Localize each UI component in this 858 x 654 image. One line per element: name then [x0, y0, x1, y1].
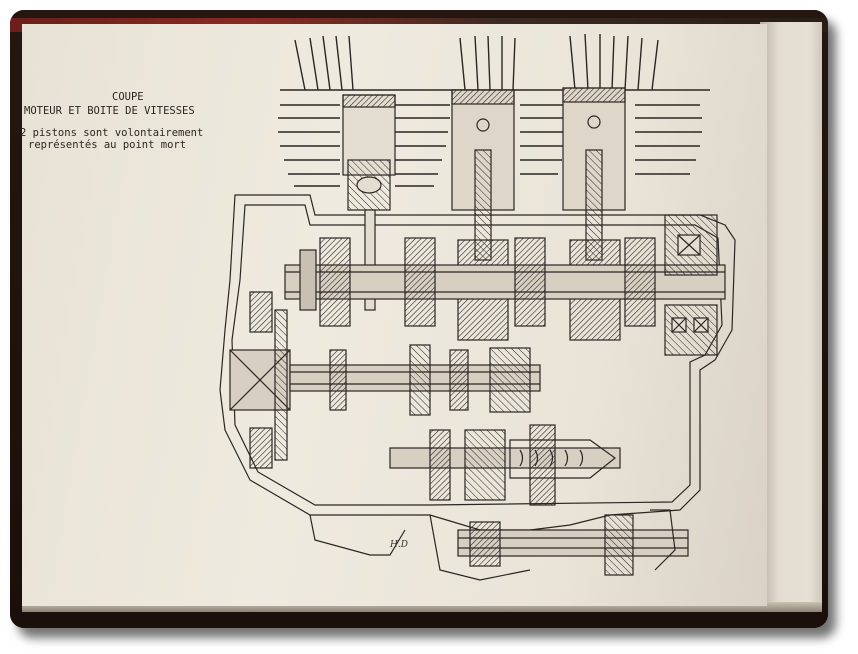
- caption-note-line-2: représentés au point mort: [28, 139, 187, 151]
- piston-1: [342, 94, 396, 311]
- engine-cross-section-drawing: [219, 33, 736, 581]
- caption-note-line-1: 2 pistons sont volontairement: [20, 127, 204, 139]
- cylinder-1-fins: [278, 35, 450, 187]
- gearbox-mainshaft: [289, 344, 541, 416]
- photo-frame: COUPE MOTEUR ET BOITE DE VITESSES 2 pist…: [10, 10, 828, 628]
- piston-2: [451, 89, 515, 341]
- generator: [664, 214, 718, 356]
- caption-title: COUPE: [112, 91, 144, 103]
- cylinder-2-fins: [459, 35, 570, 175]
- caption-subtitle: MOTEUR ET BOITE DE VITESSES: [24, 105, 195, 117]
- gearbox-countershaft: [389, 424, 621, 506]
- clutch-assembly: [229, 291, 291, 469]
- output-splines: [509, 439, 616, 479]
- piston-3: [562, 87, 626, 341]
- sump-outline: [429, 514, 531, 581]
- right-page-edge: [760, 22, 822, 610]
- kickstart-shaft: [457, 509, 689, 576]
- page-bottom-edge: [22, 602, 822, 612]
- artist-signature: H.D: [390, 540, 408, 550]
- lower-case-outline: [309, 514, 406, 556]
- crankshaft: [284, 237, 726, 327]
- cylinder-3-fins: [569, 33, 702, 175]
